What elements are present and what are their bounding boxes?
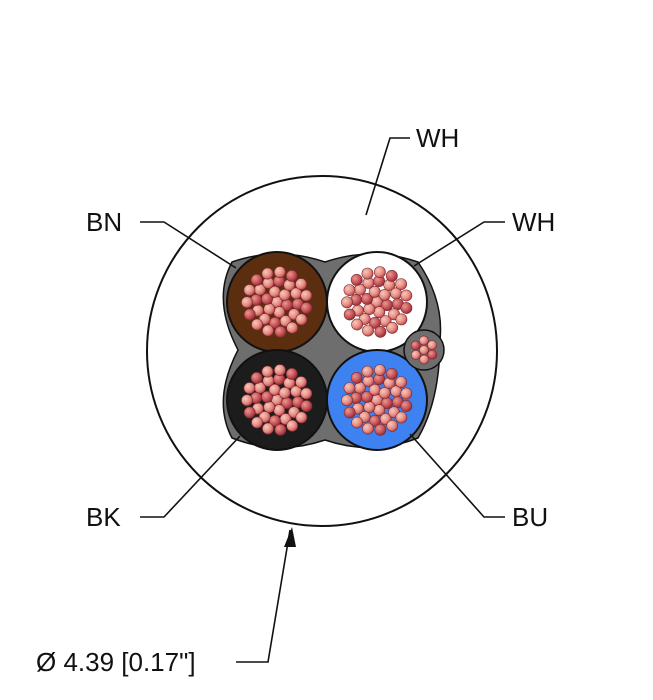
label-cable-diameter: Ø 4.39 [0.17"] <box>36 647 196 677</box>
conductor-strand <box>343 308 356 321</box>
conductor-strand <box>261 365 274 378</box>
conductor-strand <box>263 401 276 413</box>
conductor-strand <box>295 376 307 388</box>
label-wire-bk: BK <box>86 502 121 532</box>
conductor-strand <box>385 367 398 380</box>
conductor-strand <box>395 376 407 388</box>
conductor-strand <box>368 316 381 329</box>
conductor-strand <box>243 382 256 394</box>
conductor-strand <box>343 284 356 296</box>
conductor-strand <box>362 422 374 435</box>
conductor-strand <box>300 302 313 314</box>
conductor-strand <box>341 296 353 309</box>
conductor-strand <box>262 422 274 435</box>
conductor-strand <box>368 414 381 427</box>
conductor-strand <box>274 423 287 436</box>
conductor-strand <box>378 386 391 399</box>
conductor-strand <box>427 340 437 350</box>
conductor-strand <box>410 349 421 360</box>
conductor-strand <box>295 313 308 326</box>
label-wire-bu: BU <box>512 502 548 532</box>
conductor-strand <box>268 316 281 329</box>
conductor-strand <box>363 303 376 315</box>
conductor-strand <box>241 296 253 309</box>
leader-line-bu <box>409 433 505 518</box>
conductor-strand <box>295 278 307 290</box>
conductor-strand <box>274 325 287 338</box>
conductor-strand <box>419 354 430 365</box>
strands-blue-conductor <box>341 364 413 436</box>
conductor-strand <box>251 318 263 331</box>
conductor-strand <box>350 371 363 384</box>
conductor-strand <box>300 400 313 412</box>
label-wire-bn: BN <box>86 207 122 237</box>
conductor-strand <box>273 364 286 376</box>
conductor-strand <box>286 321 299 334</box>
conductor-strand <box>341 394 353 407</box>
conductor-strand <box>250 273 263 286</box>
conductor-strand <box>250 371 263 384</box>
conductor-strand <box>241 394 253 407</box>
conductor-strand <box>373 364 386 376</box>
conductor-strand <box>374 325 387 338</box>
conductor-strand <box>373 266 386 278</box>
conductor-strand <box>285 269 298 282</box>
conductor-strand <box>386 419 399 432</box>
conductor-strand <box>278 288 291 301</box>
conductor-strand <box>351 318 363 331</box>
conductor-strand <box>395 411 408 424</box>
conductor-strand <box>386 321 399 334</box>
leader-line-bn <box>140 221 237 269</box>
conductor-strand <box>343 406 356 419</box>
conductor-strand <box>285 367 298 380</box>
conductor-strand <box>374 423 387 436</box>
conductor-strand <box>243 406 256 419</box>
diameter-leader-line <box>236 529 291 663</box>
conductor-strand <box>395 278 407 290</box>
conductor-strand <box>243 308 256 321</box>
conductor-strand <box>351 416 363 429</box>
strands-black-conductor <box>241 364 313 436</box>
conductor-strand <box>261 267 274 280</box>
conductor-strand <box>400 302 413 314</box>
conductor-strand <box>300 387 313 400</box>
conductor-strand <box>262 324 274 337</box>
conductor-strand <box>400 289 413 302</box>
conductor-strand <box>378 288 391 301</box>
conductor-strand <box>295 411 308 424</box>
conductor-strand <box>362 324 374 337</box>
conductor-strand <box>361 365 374 378</box>
conductor-strand <box>410 340 421 351</box>
conductor-strand <box>350 273 363 286</box>
conductor-strand <box>419 345 429 355</box>
label-jacket-color: WH <box>416 123 459 153</box>
conductor-strand <box>363 401 376 413</box>
strands-brown-conductor <box>241 266 313 338</box>
leader-line-bk <box>140 435 241 518</box>
conductor-strand <box>385 269 398 282</box>
conductor-strand <box>427 349 438 360</box>
conductor-strand <box>395 313 408 326</box>
conductor-strand <box>300 289 313 302</box>
conductor-strand <box>400 387 413 400</box>
conductor-strand <box>400 400 413 412</box>
diameter-arrowhead <box>284 527 296 547</box>
conductor-strand <box>263 303 276 315</box>
conductor-strand <box>243 284 256 296</box>
strands-white-conductor <box>341 266 413 338</box>
conductor-strand <box>273 266 286 278</box>
drain-wire-strands <box>410 335 438 365</box>
conductor-strand <box>251 416 263 429</box>
conductor-strand <box>361 267 374 280</box>
label-wire-wh: WH <box>512 207 555 237</box>
conductor-strand <box>286 419 299 432</box>
conductor-strand <box>278 386 291 399</box>
leader-line-wh <box>413 221 505 267</box>
conductor-strand <box>343 382 356 394</box>
conductor-strand <box>418 335 429 346</box>
conductor-strand <box>268 414 281 427</box>
leader-line-jacket <box>365 137 410 216</box>
